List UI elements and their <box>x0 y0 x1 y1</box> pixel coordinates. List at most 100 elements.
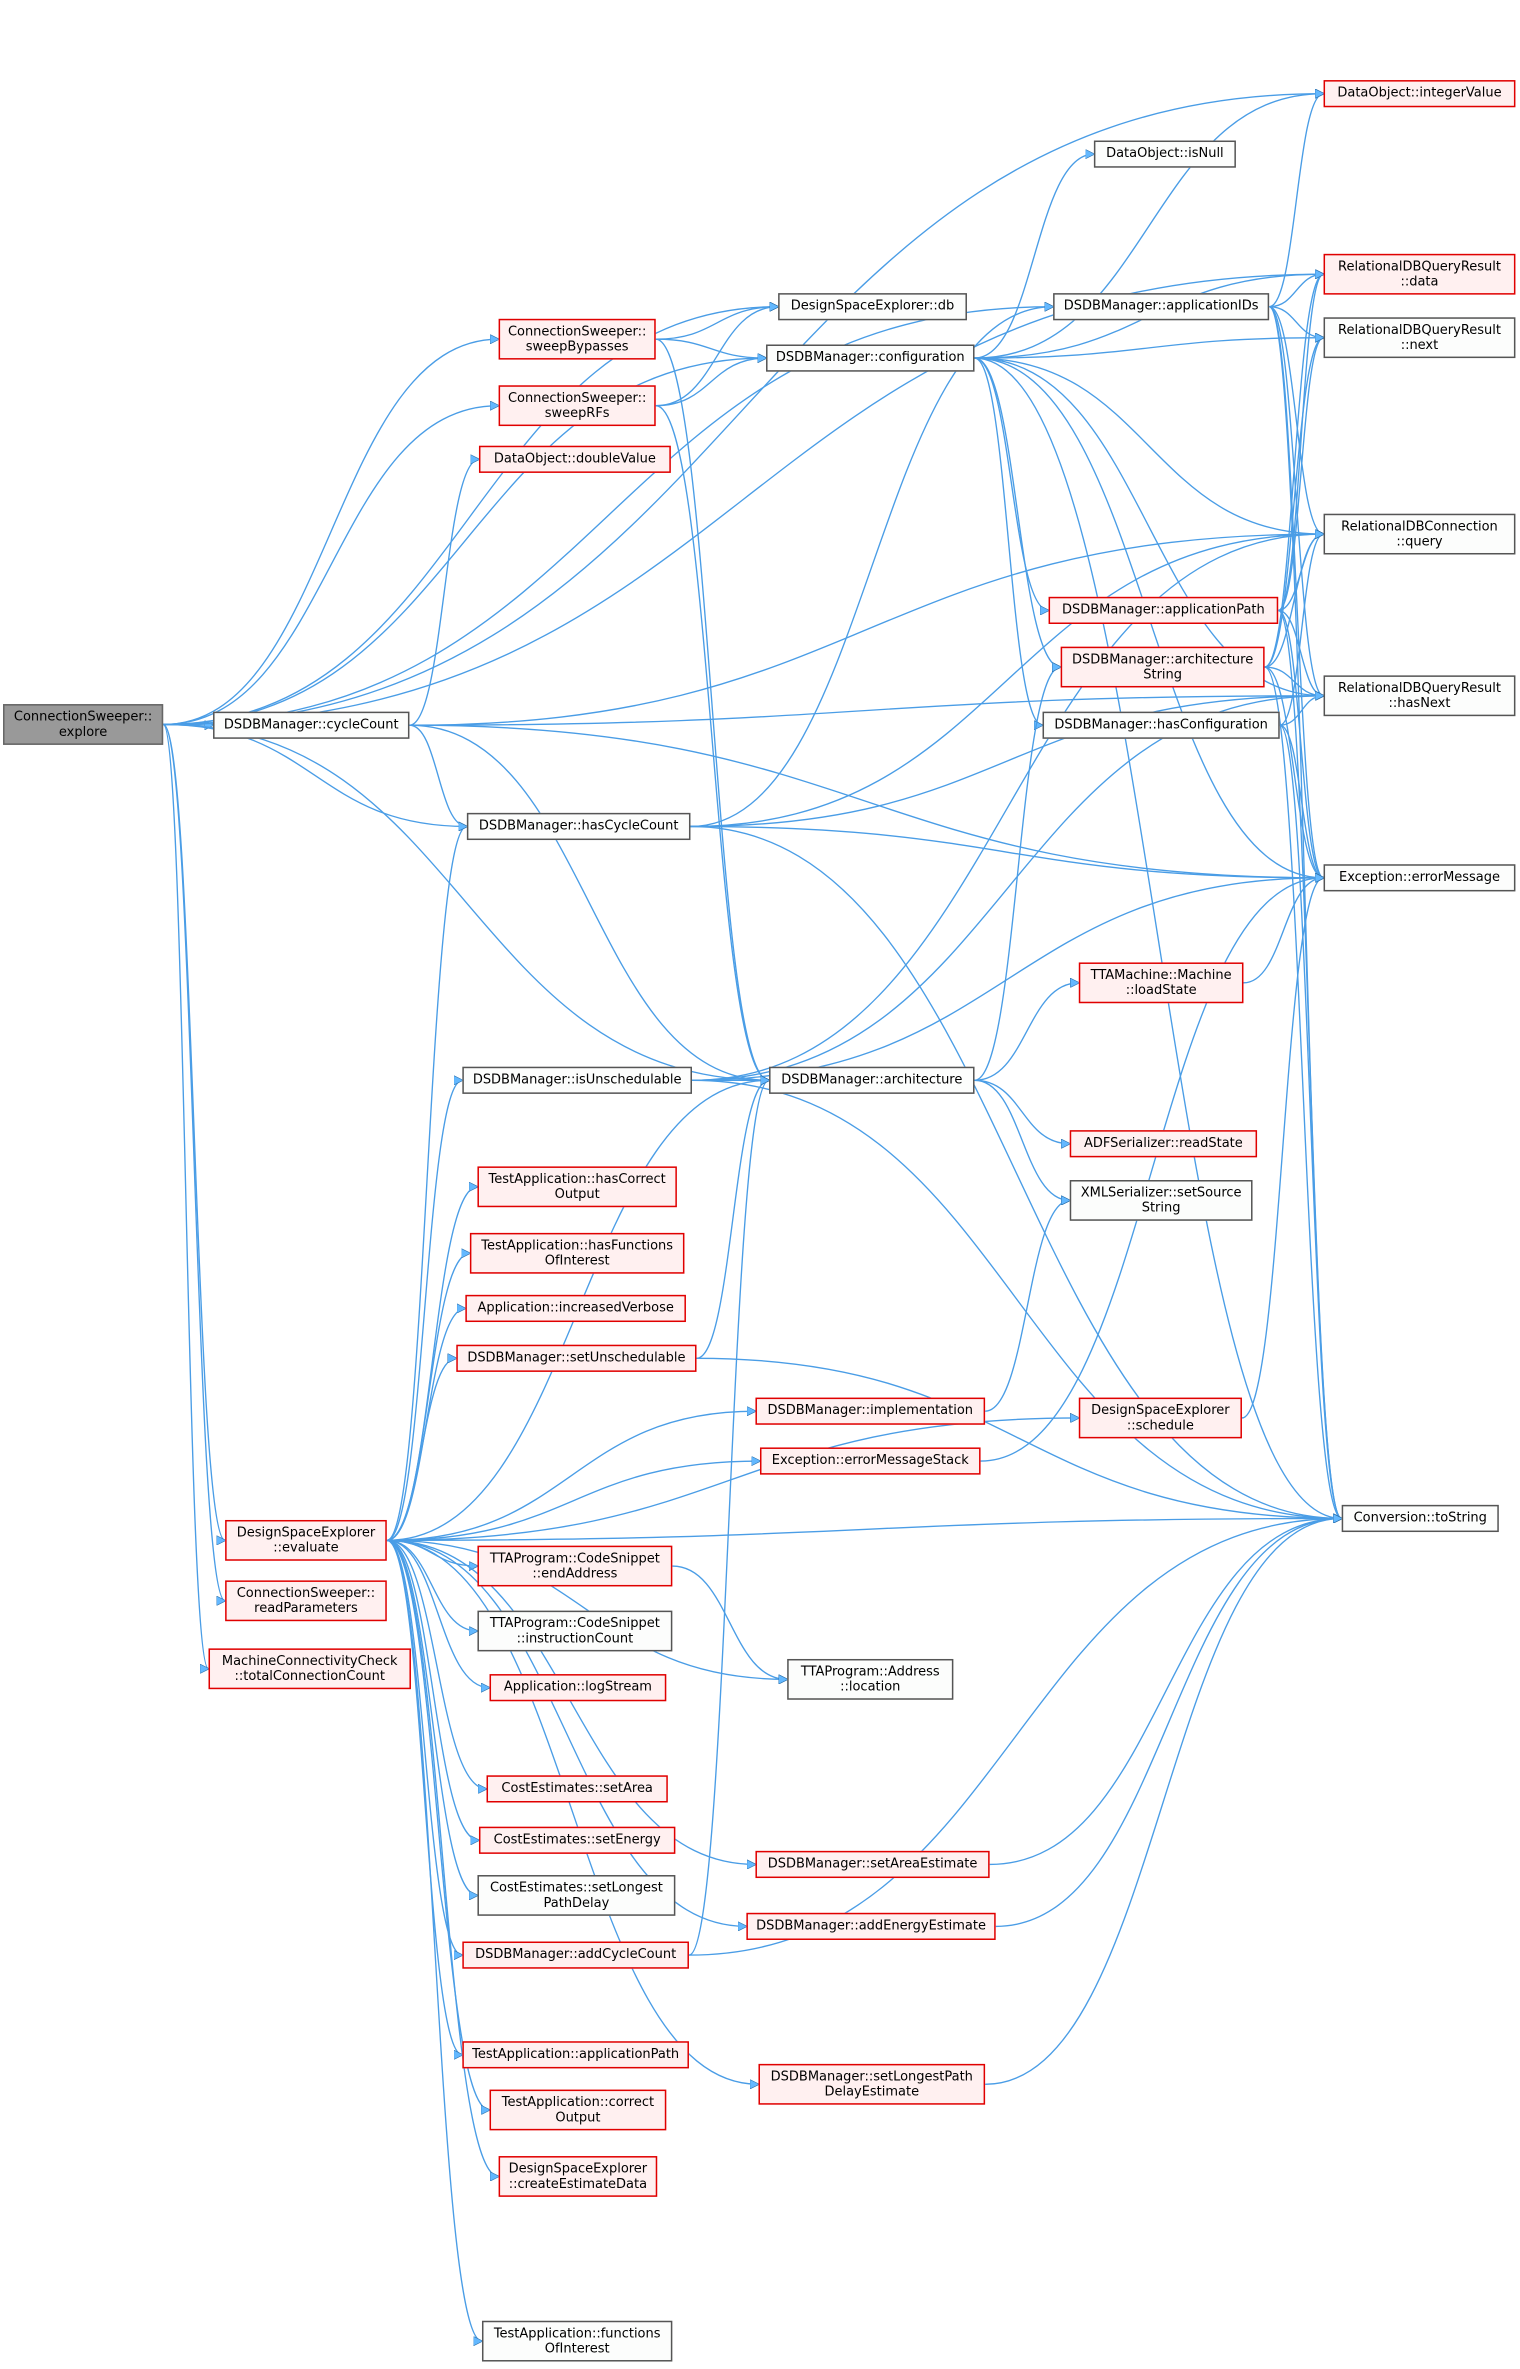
node-sweep-bypasses[interactable]: ConnectionSweeper:: sweepBypasses <box>498 318 656 360</box>
node-read-parameters[interactable]: ConnectionSweeper:: readParameters <box>225 1580 387 1622</box>
node-set-area[interactable]: CostEstimates::setArea <box>486 1775 668 1803</box>
edge-explore-to-db <box>163 307 778 726</box>
edge-implementation-to-setSourceString <box>985 1200 1070 1412</box>
edge-sweepBypasses-to-db <box>655 307 778 340</box>
edge-evaluate-to-schedule <box>386 1418 1079 1542</box>
edge-sweepRFs-to-db <box>655 307 778 407</box>
node-double-value[interactable]: DataObject::doubleValue <box>478 445 671 473</box>
edge-explore-to-totalConnectionCount <box>162 723 208 1668</box>
edge-cycleCount-to-hasCycleCount <box>409 724 466 826</box>
node-application-i-ds[interactable]: DSDBManager::applicationIDs <box>1053 293 1270 321</box>
node-read-state[interactable]: ADFSerializer::readState <box>1069 1130 1258 1158</box>
node-add-energy-estimate[interactable]: DSDBManager::addEnergyEstimate <box>746 1912 996 1940</box>
edge-architecture-to-setSourceString <box>974 1079 1070 1200</box>
edge-evaluate-to-correctOutput <box>386 1539 490 2110</box>
node-load-state[interactable]: TTAMachine::Machine ::loadState <box>1078 962 1244 1004</box>
node-end-address[interactable]: TTAProgram::CodeSnippet ::endAddress <box>477 1545 673 1587</box>
edge-hasConfiguration-to-query <box>1279 534 1324 726</box>
node-integer-value[interactable]: DataObject::integerValue <box>1323 80 1516 108</box>
node-set-area-estimate[interactable]: DSDBManager::setAreaEstimate <box>755 1850 990 1879</box>
node-set-energy[interactable]: CostEstimates::setEnergy <box>478 1826 676 1854</box>
edge-explore-to-architecture <box>163 723 769 1080</box>
edge-architectureString-to-data <box>1264 274 1324 668</box>
node-to-string[interactable]: Conversion::toString <box>1341 1504 1499 1533</box>
edge-applicationPath-to-data <box>1277 274 1323 612</box>
node-query[interactable]: RelationalDBConnection ::query <box>1323 513 1516 555</box>
node-explore: ConnectionSweeper:: explore <box>3 704 164 745</box>
node-log-stream[interactable]: Application::logStream <box>489 1674 667 1702</box>
edge-isUnschedulable-to-hasNext <box>691 696 1324 1081</box>
edge-setAreaEstimate-to-toString <box>989 1518 1342 1866</box>
node-set-longest-path-delay-estimate[interactable]: DSDBManager::setLongestPath DelayEstimat… <box>758 2063 986 2105</box>
edge-evaluate-to-addCycleCount <box>386 1539 463 1955</box>
node-correct-output[interactable]: TestApplication::correct Output <box>489 2089 667 2131</box>
node-implementation[interactable]: DSDBManager::implementation <box>755 1397 986 1425</box>
node-next[interactable]: RelationalDBQueryResult ::next <box>1323 317 1516 359</box>
node-db[interactable]: DesignSpaceExplorer::db <box>778 293 967 321</box>
node-cycle-count[interactable]: DSDBManager::cycleCount <box>213 711 410 739</box>
edge-configuration-to-query <box>974 357 1324 534</box>
node-add-cycle-count[interactable]: DSDBManager::addCycleCount <box>462 1941 689 1969</box>
edge-sweepBypasses-to-configuration <box>655 338 766 358</box>
node-instruction-count[interactable]: TTAProgram::CodeSnippet ::instructionCou… <box>477 1610 673 1652</box>
edge-hasCycleCount-to-hasNext <box>690 696 1323 828</box>
node-evaluate[interactable]: DesignSpaceExplorer ::evaluate <box>225 1519 387 1561</box>
node-has-functions-of-interest[interactable]: TestApplication::hasFunctions OfInterest <box>469 1232 685 1274</box>
node-application-path[interactable]: DSDBManager::applicationPath <box>1048 596 1279 625</box>
node-sweep-r-fs[interactable]: ConnectionSweeper:: sweepRFs <box>498 385 656 427</box>
node-is-null[interactable]: DataObject::isNull <box>1093 140 1236 168</box>
edge-architectureString-to-errorMessage <box>1264 666 1324 878</box>
edge-architectureString-to-next <box>1264 338 1324 668</box>
node-set-source-string[interactable]: XMLSerializer::setSource String <box>1069 1180 1253 1221</box>
node-set-unschedulable[interactable]: DSDBManager::setUnschedulable <box>456 1344 697 1372</box>
edge-evaluate-to-addEnergyEstimate <box>386 1539 747 1926</box>
edge-hasCycleCount-to-query <box>690 534 1323 828</box>
edge-configuration-to-hasNext <box>974 357 1324 696</box>
node-schedule[interactable]: DesignSpaceExplorer ::schedule <box>1078 1397 1242 1439</box>
edge-cycleCount-to-architecture <box>409 724 769 1080</box>
node-configuration[interactable]: DSDBManager::configuration <box>766 344 975 372</box>
edge-sweepRFs-to-configuration <box>655 358 766 407</box>
edge-explore-to-evaluate <box>162 723 225 1540</box>
node-test-application-path[interactable]: TestApplication::applicationPath <box>462 2041 689 2069</box>
node-data[interactable]: RelationalDBQueryResult ::data <box>1323 253 1516 295</box>
node-error-message[interactable]: Exception::errorMessage <box>1323 864 1516 892</box>
edge-configuration-to-integerValue <box>974 94 1324 359</box>
node-total-connection-count[interactable]: MachineConnectivityCheck ::totalConnecti… <box>208 1648 411 1690</box>
node-location[interactable]: TTAProgram::Address ::location <box>787 1658 954 1700</box>
node-has-next[interactable]: RelationalDBQueryResult ::hasNext <box>1323 675 1516 717</box>
edge-explore-to-applicationIDs <box>163 307 1053 726</box>
edge-errorMessageStack-to-errorMessage <box>980 878 1324 1462</box>
edge-explore-to-integerValue <box>163 94 1323 726</box>
node-increased-verbose[interactable]: Application::increasedVerbose <box>465 1294 686 1323</box>
edge-setUnschedulable-to-architecture <box>696 1080 770 1359</box>
edge-evaluate-to-implementation <box>386 1411 756 1542</box>
node-error-message-stack[interactable]: Exception::errorMessageStack <box>759 1447 981 1475</box>
node-set-longest-path-delay[interactable]: CostEstimates::setLongest PathDelay <box>477 1875 676 1916</box>
node-has-configuration[interactable]: DSDBManager::hasConfiguration <box>1042 711 1280 739</box>
node-is-unschedulable[interactable]: DSDBManager::isUnschedulable <box>462 1066 692 1094</box>
edge-architecture-to-readState <box>974 1079 1070 1143</box>
edge-addEnergyEstimate-to-toString <box>995 1518 1342 1928</box>
edge-explore-to-sweepRFs <box>163 406 498 726</box>
edge-isUnschedulable-to-query <box>691 534 1324 1081</box>
node-create-estimate-data[interactable]: DesignSpaceExplorer ::createEstimateData <box>498 2156 658 2197</box>
node-functions-of-interest[interactable]: TestApplication::functions OfInterest <box>481 2320 673 2362</box>
edge-schedule-to-errorMessage <box>1241 878 1324 1419</box>
edge-cycleCount-to-hasNext <box>409 696 1323 726</box>
edge-applicationIDs-to-integerValue <box>1268 94 1323 308</box>
edge-configuration-to-applicationPath <box>974 357 1049 610</box>
node-architecture[interactable]: DSDBManager::architecture <box>769 1066 975 1094</box>
node-has-correct-output[interactable]: TestApplication::hasCorrect Output <box>477 1166 677 1208</box>
edge-evaluate-to-hasFunctionsOfInterest <box>386 1253 470 1542</box>
edge-hasCycleCount-to-applicationIDs <box>690 307 1053 828</box>
edge-endAddress-to-location <box>672 1565 787 1679</box>
node-architecture-string[interactable]: DSDBManager::architecture String <box>1060 646 1265 688</box>
edge-addCycleCount-to-toString <box>688 1518 1342 1956</box>
node-has-cycle-count[interactable]: DSDBManager::hasCycleCount <box>466 812 691 841</box>
edge-setLongestPathDelayEstimate-to-toString <box>985 1518 1342 2085</box>
edge-evaluate-to-errorMessageStack <box>386 1461 760 1542</box>
edge-hasCycleCount-to-toString <box>690 825 1341 1518</box>
